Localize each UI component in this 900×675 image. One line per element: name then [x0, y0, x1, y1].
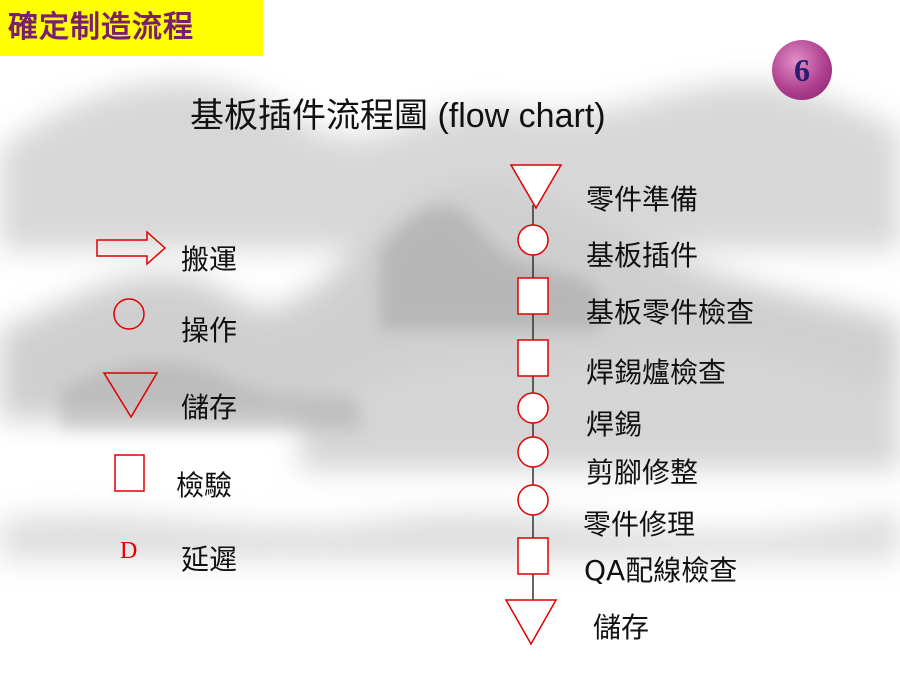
flow-label-4: 焊錫爐檢查	[586, 356, 727, 389]
legend-label-inspection: 檢驗	[176, 469, 233, 502]
flow-label-7: 零件修理	[583, 508, 696, 541]
legend-operation-circle-icon	[113, 298, 145, 330]
legend-label-transport: 搬運	[181, 243, 238, 276]
legend-storage-triangle-icon	[102, 372, 159, 419]
slide-title: 基板插件流程圖 (flow chart)	[190, 97, 606, 135]
flow-operation-circle-icon	[517, 392, 549, 424]
flow-operation-circle-icon	[517, 436, 549, 468]
flow-storage-triangle-icon	[509, 164, 563, 210]
legend-transport-arrow-icon	[96, 230, 167, 266]
flow-inspection-square-icon	[517, 537, 549, 575]
flow-inspection-square-icon	[517, 339, 549, 377]
legend-label-operation: 操作	[181, 314, 238, 347]
flow-inspection-square-icon	[517, 277, 549, 315]
flow-label-9: 儲存	[593, 611, 650, 644]
legend-inspection-square-icon	[114, 454, 145, 492]
legend-delay-d-icon: D	[120, 538, 138, 564]
flow-label-8: QA配線檢查	[584, 554, 738, 587]
flow-label-2: 基板插件	[586, 239, 699, 272]
legend-label-storage: 儲存	[181, 391, 238, 424]
flow-storage-triangle-icon	[504, 599, 558, 646]
flow-operation-circle-icon	[517, 484, 549, 516]
section-badge: 確定制造流程	[0, 0, 263, 56]
flow-label-3: 基板零件檢查	[586, 296, 755, 329]
flow-operation-circle-icon	[517, 224, 549, 256]
legend-label-delay: 延遲	[181, 543, 238, 576]
page-number-badge: 6	[772, 40, 832, 100]
flow-label-5: 焊錫	[586, 408, 643, 441]
flow-label-1: 零件準備	[586, 183, 699, 216]
flow-label-6: 剪腳修整	[586, 456, 699, 489]
